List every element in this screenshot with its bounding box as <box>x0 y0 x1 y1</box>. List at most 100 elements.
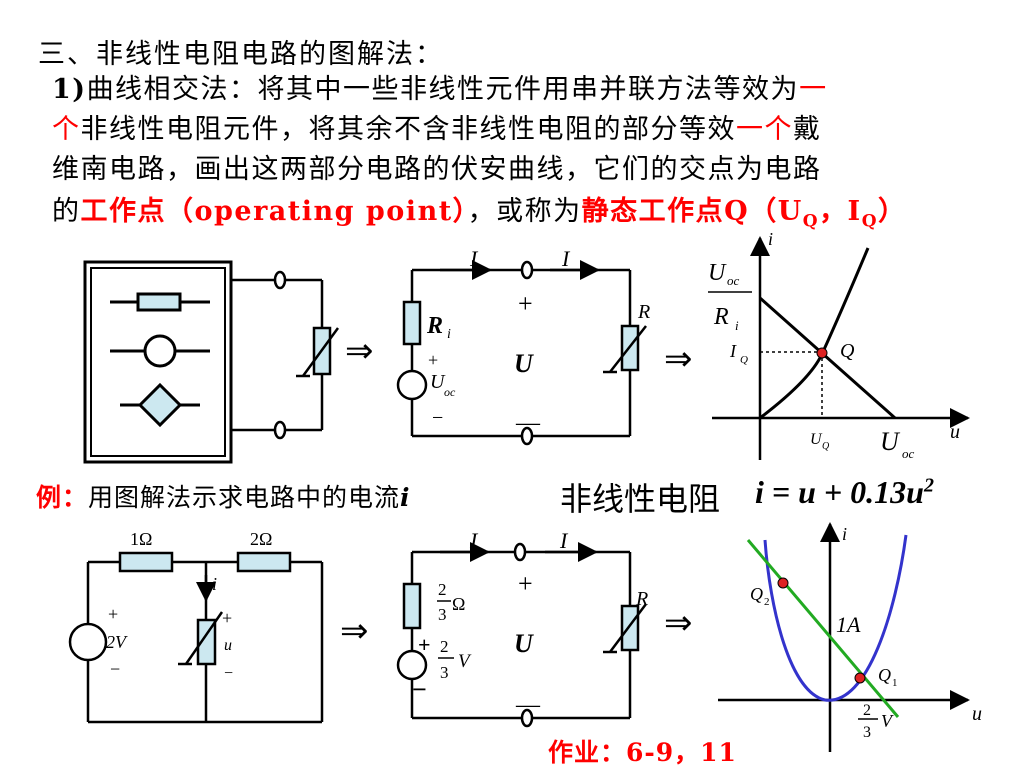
u-minus: − <box>224 665 233 682</box>
resistor-1ohm <box>118 551 174 573</box>
vi-graph-2 <box>718 522 970 752</box>
example-text: 用图解法示求电路中的电流 <box>88 483 401 512</box>
q-label: Q（U <box>724 196 803 227</box>
g2-1a-label: 1A <box>836 612 861 637</box>
d2-voltage-u: U <box>514 629 534 658</box>
dependent-source-symbol <box>137 382 183 428</box>
example-line: 例：用图解法示求电路中的电流i <box>36 478 411 514</box>
example-var: i <box>400 483 411 512</box>
src-plus: + <box>108 604 118 624</box>
d2-i-label: i <box>212 574 217 594</box>
g1-frac-den-sub: i <box>735 318 739 333</box>
q-close: ） <box>878 196 907 227</box>
example-label: 例： <box>36 483 89 512</box>
two-thirds-volt-source <box>396 649 428 681</box>
operating-point-term: 工作点（operating point） <box>80 196 468 227</box>
d2-plus: + <box>518 569 533 598</box>
g2-q2-point <box>777 577 789 589</box>
res-den: 3 <box>438 605 447 624</box>
source-2v <box>68 622 108 662</box>
g1-uq-sub: Q <box>822 441 830 452</box>
res-unit: Ω <box>452 594 465 614</box>
g1-frac-num-sub: oc <box>727 273 740 288</box>
nonlinear-label: 非线性电阻 <box>560 480 721 518</box>
g2-parabola <box>763 534 908 702</box>
ri-resistor <box>402 300 422 346</box>
g1-i-label: i <box>768 229 773 249</box>
g2-q1-label: Q <box>878 665 891 685</box>
d1-plus: + <box>518 289 533 318</box>
u-plus: + <box>222 608 232 628</box>
g2-load-line <box>746 539 900 718</box>
d1-current-1: I <box>469 246 479 271</box>
vs-unit: V <box>458 651 472 672</box>
d2-minus: — <box>515 692 541 718</box>
arrow-4: ⇒ <box>664 605 693 642</box>
two-thirds-ohm-resistor <box>402 582 422 630</box>
g2-v-den: 3 <box>863 724 871 741</box>
q-label-2: ，I <box>819 196 862 227</box>
d1-uoc-plus: + <box>428 350 438 370</box>
d1-r-label: R <box>637 301 650 323</box>
d1-voltage-u: U <box>514 349 534 378</box>
g2-q2-label: Q <box>750 584 763 604</box>
res-num: 2 <box>438 580 447 599</box>
g1-load-line <box>759 296 896 420</box>
g2-u-label: u <box>972 703 982 725</box>
src-minus: − <box>110 659 120 679</box>
formula: i = u + 0.13u2 <box>755 474 934 511</box>
r1-label: 1Ω <box>130 529 152 549</box>
nonlinear-resistor-4 <box>620 604 640 652</box>
method-line-4: 的工作点（operating point），或称为静态工作点Q（UQ，IQ） <box>52 192 907 241</box>
r2-label: 2Ω <box>250 529 272 549</box>
d1-uoc-minus: − <box>432 407 443 429</box>
g1-frac-den: R <box>713 304 729 330</box>
quiescent-point-term: 静态工作点 <box>581 196 725 227</box>
g2-v-num: 2 <box>863 702 871 719</box>
g2-q1-point <box>854 672 866 684</box>
method-text-1: 曲线相交法：将其中一些非线性元件用串并联方法等效为 <box>86 74 800 105</box>
d1-minus: — <box>515 410 541 436</box>
d1-ri-sub: i <box>447 327 451 342</box>
example-circuit <box>68 551 324 724</box>
g2-i-label: i <box>842 524 847 544</box>
vs-plus: + <box>418 632 431 657</box>
resistor-symbol <box>136 292 182 312</box>
g1-uoc-sub: oc <box>902 446 915 461</box>
vs-minus: − <box>412 675 427 704</box>
d1-uoc-u: U <box>430 371 446 393</box>
formula-exponent: 2 <box>923 474 934 497</box>
d1-current-2: I <box>561 246 571 271</box>
src-value: 2V <box>106 632 128 652</box>
g2-q2-sub: 2 <box>764 596 770 608</box>
formula-main: i = u + 0.13u <box>755 474 924 510</box>
network-box <box>83 260 233 464</box>
g1-frac-num: U <box>708 260 727 286</box>
method-text-2: 非线性电阻元件，将其余不含非线性电阻的部分等效 <box>80 114 736 145</box>
d2-current-1: I <box>469 528 479 553</box>
g1-u-label: u <box>950 421 960 443</box>
method-highlight-3: 一个 <box>736 114 793 145</box>
homework: 作业：6-9，11 <box>548 738 737 767</box>
g2-v-unit: V <box>881 711 894 731</box>
resistor-2ohm <box>236 551 292 573</box>
g1-q-label: Q <box>840 340 855 362</box>
d1-ri-label: R <box>426 313 443 339</box>
nonlinear-resistor-3 <box>196 618 217 666</box>
method-number: 1) <box>52 74 87 105</box>
d1-uoc-sub: oc <box>444 385 456 399</box>
vi-graph-1 <box>708 236 970 460</box>
g1-uq-label: U <box>810 431 823 448</box>
u-label: u <box>224 637 232 654</box>
g1-iq-sub: Q <box>740 354 748 366</box>
source-symbol <box>143 334 177 368</box>
network-terminals <box>231 270 340 440</box>
method-line-2: 个非线性电阻元件，将其余不含非线性电阻的部分等效一个戴 <box>52 110 822 150</box>
thevenin-circuit-2 <box>396 542 647 728</box>
method-highlight-1: 一 <box>799 74 828 105</box>
method-text-5: ，或称为 <box>467 196 582 227</box>
method-line-1: 1)曲线相交法：将其中一些非线性元件用串并联方法等效为一 <box>52 70 828 110</box>
d2-r-label: R <box>635 588 648 610</box>
section-heading: 三、非线性电阻电路的图解法： <box>38 39 444 70</box>
method-highlight-2: 个 <box>52 114 81 145</box>
